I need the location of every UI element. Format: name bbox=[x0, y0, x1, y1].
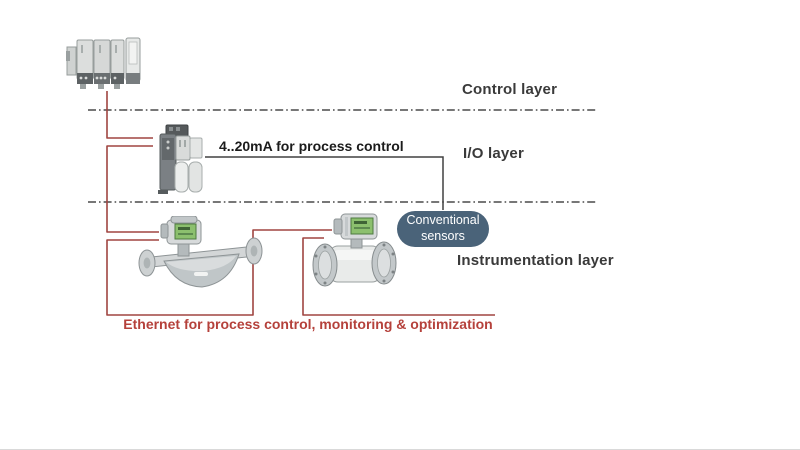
ethernet-line-magmeter-out bbox=[302, 237, 495, 316]
instrumentation-layer-label: Instrumentation layer bbox=[457, 252, 614, 269]
electromagnetic-flowmeter-image bbox=[312, 213, 397, 287]
coriolis-flowmeter-image bbox=[138, 216, 263, 288]
conventional-sensors-badge-line1: Conventional bbox=[406, 213, 480, 228]
current-loop-annotation: 4..20mA for process control bbox=[219, 138, 404, 154]
ethernet-line-io-to-coriolis bbox=[106, 145, 159, 233]
io-layer-label: I/O layer bbox=[463, 145, 525, 162]
conventional-sensors-badge: Conventional sensors bbox=[397, 211, 489, 247]
current-loop-signal-line bbox=[205, 156, 444, 210]
remote-io-module-image bbox=[158, 124, 203, 194]
ethernet-line-coriolis-to-magmeter bbox=[106, 229, 332, 316]
conventional-sensors-badge-line2: sensors bbox=[421, 229, 465, 243]
plc-controller-image bbox=[66, 37, 141, 89]
ethernet-network-lines bbox=[106, 91, 495, 316]
ethernet-line-plc-to-io bbox=[106, 91, 153, 139]
control-layer-label: Control layer bbox=[462, 81, 558, 98]
ethernet-annotation: Ethernet for process control, monitoring… bbox=[123, 316, 493, 332]
